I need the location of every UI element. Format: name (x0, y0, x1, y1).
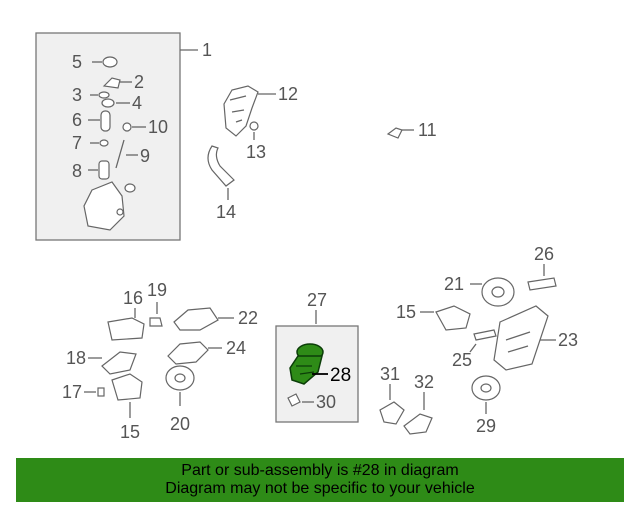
callout-11: 11 (418, 120, 437, 140)
callout-26: 26 (534, 244, 554, 264)
part-9-tube (115, 139, 138, 169)
part-13-nut (249, 121, 259, 140)
part-5-cap (92, 56, 118, 68)
part-21-mount (470, 277, 515, 307)
callout-1: 1 (202, 40, 212, 60)
part-8-pump (88, 160, 110, 180)
part-23-bracket (493, 305, 556, 371)
callout-28: 28 (330, 365, 351, 386)
callout-4: 4 (132, 93, 142, 113)
parts-diagram: 1 5 2 3 4 6 10 7 9 8 (35, 32, 578, 442)
callout-25: 25 (452, 350, 472, 370)
callout-18: 18 (66, 348, 86, 368)
callout-17: 17 (62, 382, 82, 402)
part-7-washer (90, 139, 109, 147)
banner-line-2: Diagram may not be specific to your vehi… (165, 480, 475, 497)
notice-banner: Part or sub-assembly is #28 in diagram D… (16, 458, 624, 502)
callout-5: 5 (72, 52, 82, 72)
callout-31: 31 (380, 364, 400, 384)
callout-32: 32 (414, 372, 434, 392)
part-17-bolt (84, 387, 105, 397)
callout-24: 24 (226, 338, 246, 358)
callout-8: 8 (72, 161, 82, 181)
callout-6: 6 (72, 110, 82, 130)
callout-21: 21 (444, 274, 464, 294)
callout-13: 13 (246, 142, 266, 162)
part-32-bracket (403, 392, 433, 435)
part-26-plate (527, 277, 557, 291)
part-25-shim (469, 329, 497, 353)
callout-3: 3 (72, 85, 82, 105)
part-6-filter (88, 110, 111, 132)
part-19-bolt (149, 317, 163, 327)
callout-23: 23 (558, 330, 578, 350)
part-29-mount (471, 375, 501, 414)
callout-10: 10 (148, 117, 168, 137)
part-30-bolt (287, 393, 314, 407)
washer-reservoir (83, 181, 136, 231)
callout-29: 29 (476, 416, 496, 436)
callout-15-lower: 15 (120, 422, 140, 442)
callout-30: 30 (316, 392, 336, 412)
part-20-mount (165, 365, 195, 406)
part-10-nut (122, 122, 146, 132)
part-14-hose (207, 145, 235, 200)
callout-22: 22 (238, 308, 258, 328)
callout-15-upper: 15 (396, 302, 416, 322)
part-22-bracket (173, 307, 234, 331)
callout-19: 19 (147, 280, 167, 300)
part-31-bracket (379, 384, 405, 425)
part-18-bracket (88, 351, 137, 375)
part-15-mount-right (420, 305, 471, 331)
part-3-seal (90, 91, 110, 99)
part-28-highlighted[interactable] (289, 343, 324, 385)
callout-2: 2 (134, 72, 144, 92)
banner-line-1: Part or sub-assembly is #28 in diagram (181, 462, 459, 479)
callout-9: 9 (140, 146, 150, 166)
callout-20: 20 (170, 414, 190, 434)
part-15-mount-left (111, 373, 143, 418)
callout-16: 16 (123, 288, 143, 308)
part-2-bracket (102, 77, 132, 89)
part-16-mount (107, 317, 145, 341)
callout-7: 7 (72, 133, 82, 153)
part-11-clip (386, 127, 414, 139)
callout-12: 12 (278, 84, 298, 104)
part-12-bracket (223, 85, 276, 137)
callout-27: 27 (307, 290, 327, 310)
callout-14: 14 (216, 202, 236, 222)
part-24-bracket (167, 341, 222, 365)
part-4-grommet (101, 98, 130, 108)
